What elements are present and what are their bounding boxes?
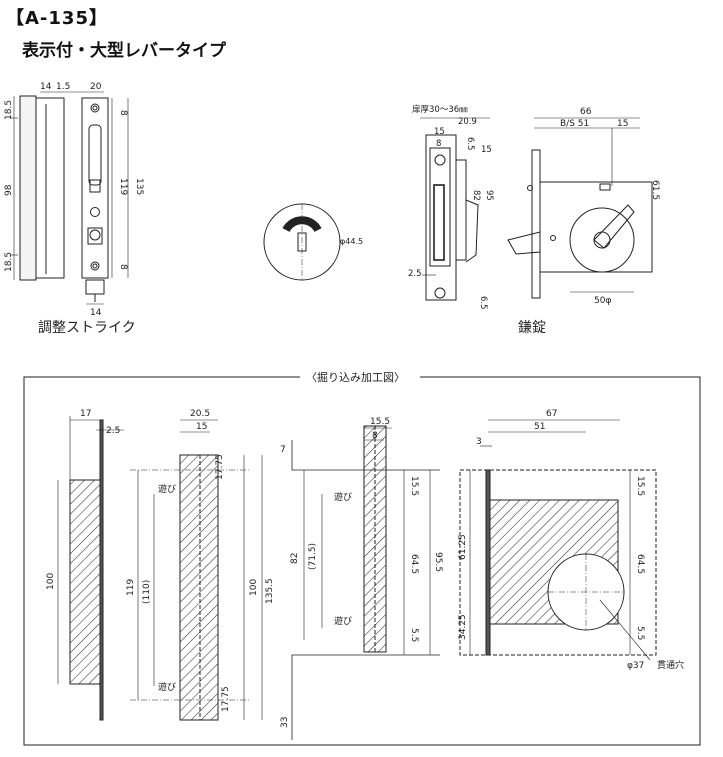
lock-dim-2-5: 2.5	[408, 269, 422, 279]
d5-hole-note-2: 貫通穴	[657, 659, 684, 671]
lock-dim-95: 95	[484, 190, 494, 201]
d5-hole-note: φ37	[627, 661, 644, 671]
d3-dim-7: 7	[280, 445, 286, 455]
d2-dim-20-5: 20.5	[190, 409, 210, 419]
d4-dim-64-5: 64.5	[409, 554, 419, 574]
d4-dim-95-5: 95.5	[433, 552, 443, 572]
d2-dim-15: 15	[196, 422, 207, 432]
d3-dim-33: 33	[280, 717, 290, 728]
dim-8-bot: 8	[118, 264, 128, 270]
dim-135: 135	[134, 178, 144, 195]
model-code: 【A-135】	[6, 8, 108, 29]
d3-dim-82: 82	[290, 553, 300, 564]
strike-drawing	[10, 91, 129, 305]
lock-dim-15-c: 15	[617, 119, 628, 129]
d2-dim-17-75-bot: 17.75	[221, 686, 231, 712]
d2-dim-135-5: 135.5	[265, 578, 275, 604]
lock-dim-8: 8	[436, 139, 441, 149]
dim-98: 98	[4, 184, 14, 196]
indicator-diameter: φ44.5	[340, 237, 363, 246]
lock-dim-bs: B/S 51	[560, 119, 589, 129]
lock-door-thickness: 扉厚30～36㎜	[412, 104, 468, 115]
dim-119: 119	[118, 178, 128, 195]
lock-dim-66: 66	[580, 107, 592, 117]
d5-dim-34-25: 34.25	[458, 614, 468, 640]
dim-20: 20	[90, 82, 102, 92]
lock-dim-50: 50φ	[594, 296, 611, 306]
lock-dim-82: 82	[471, 190, 481, 201]
strike-caption: 調整ストライク	[38, 320, 136, 336]
d2-asobi-top: 遊び	[158, 483, 176, 495]
dim-1-5: 1.5	[56, 82, 70, 92]
d5-dim-5-5: 5.5	[635, 626, 645, 640]
d2-dim-100: 100	[249, 579, 259, 596]
section-d3-d4	[291, 425, 440, 740]
d3-dim-71-5: (71.5)	[308, 543, 318, 570]
lock-front-drawing	[507, 117, 653, 299]
section-d5	[459, 419, 657, 661]
dim-14: 14	[40, 82, 52, 92]
d2-asobi-bot: 遊び	[158, 681, 176, 693]
d4-dim-15-5-w: 15.5	[370, 417, 390, 427]
d5-dim-15-5: 15.5	[635, 476, 645, 496]
strike-front-view	[81, 97, 109, 279]
product-name: 表示付・大型レバータイプ	[22, 41, 226, 61]
lock-dim-6-5-top: 6.5	[465, 137, 475, 151]
lock-caption: 鎌錠	[518, 320, 546, 336]
d2-dim-110: (110)	[142, 580, 152, 604]
d1-dim-17: 17	[80, 409, 91, 419]
d1-dim-2-5: 2.5	[106, 426, 120, 436]
lock-dim-15-a: 15	[434, 127, 445, 137]
lock-dim-20-9: 20.9	[458, 117, 477, 127]
d2-dim-17-75-top: 17.75	[215, 454, 225, 480]
section-d1	[57, 416, 124, 721]
d4-asobi-bot: 遊び	[334, 615, 352, 627]
dim-14-bottom: 14	[90, 308, 102, 318]
d4-dim-15-5-top: 15.5	[409, 476, 419, 496]
lock-dim-6-5-bot: 6.5	[478, 296, 488, 310]
d2-dim-119: 119	[126, 579, 136, 596]
d1-dim-100: 100	[46, 573, 56, 590]
d4-dim-5-5: 5.5	[409, 628, 419, 642]
d5-dim-3: 3	[476, 437, 482, 447]
lock-dim-61-5: 61.5	[650, 180, 660, 200]
lock-side-drawing	[420, 117, 490, 301]
lock-dim-15-b: 15	[481, 145, 492, 155]
section-title: 〈掘り込み加工図〉	[306, 370, 405, 384]
d4-dim-8: 8	[372, 431, 378, 441]
d4-asobi-top: 遊び	[334, 491, 352, 503]
dim-8-top: 8	[118, 110, 128, 116]
section-d2	[130, 419, 263, 721]
indicator-drawing	[263, 203, 341, 281]
d5-dim-51: 51	[534, 422, 545, 432]
d5-dim-64-5: 64.5	[635, 554, 645, 574]
d5-dim-67: 67	[546, 409, 557, 419]
dim-18-5-bot: 18.5	[4, 252, 14, 272]
dim-18-5-top: 18.5	[4, 100, 14, 120]
d5-dim-61-25: 61.25	[458, 534, 468, 560]
